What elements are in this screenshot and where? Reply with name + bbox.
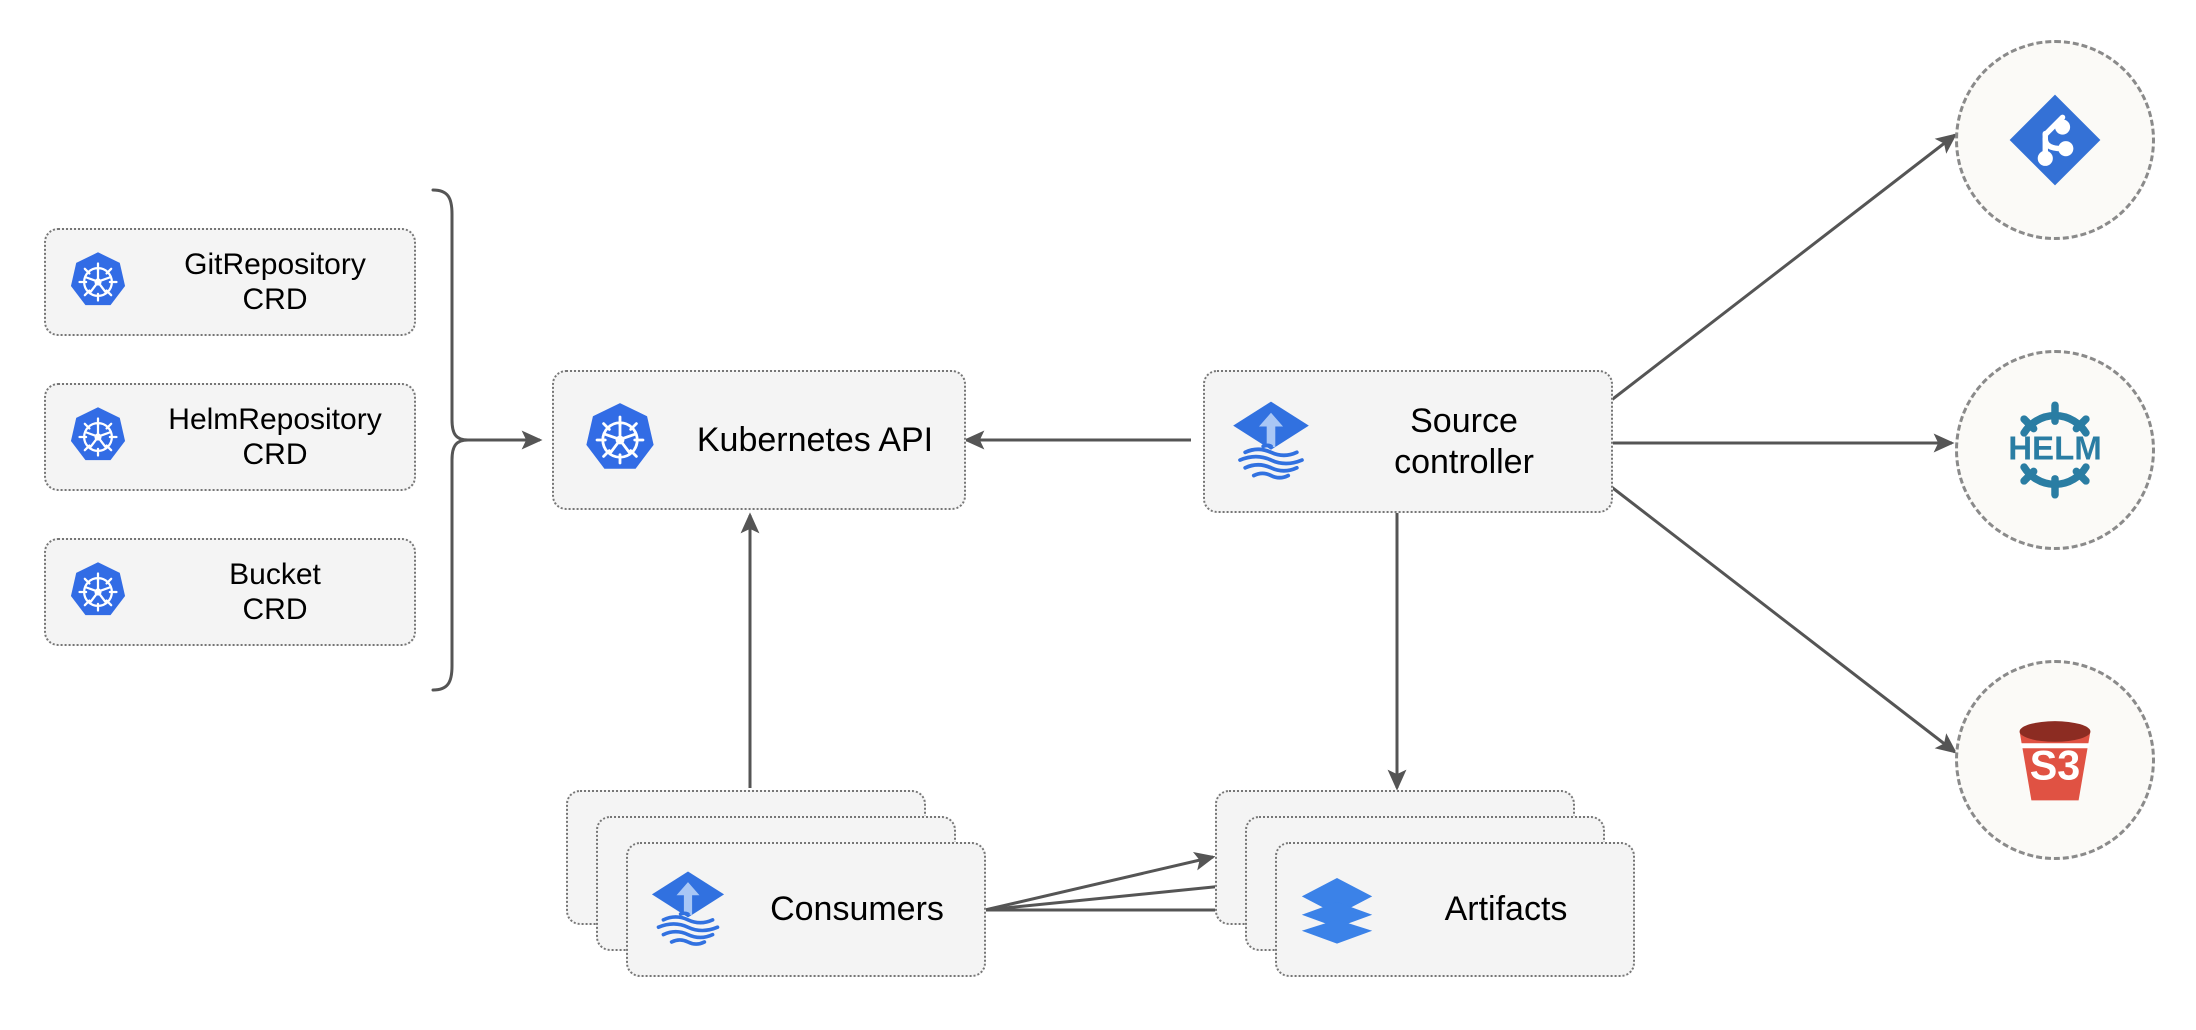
card-label: GitRepository CRD bbox=[184, 247, 366, 316]
kubernetes-icon bbox=[46, 230, 150, 334]
circle-git-source[interactable] bbox=[1955, 40, 2155, 240]
card-helmrepository-crd[interactable]: HelmRepository CRD bbox=[44, 383, 416, 491]
stack-consumers[interactable]: Consumers bbox=[566, 790, 986, 990]
wire-consumers-to-artifacts-back bbox=[984, 851, 1216, 912]
kubernetes-icon bbox=[46, 540, 150, 644]
helm-icon: HELM bbox=[1991, 386, 2119, 514]
card-bucket-crd[interactable]: Bucket CRD bbox=[44, 538, 416, 646]
git-icon bbox=[2001, 86, 2109, 194]
flux-icon bbox=[632, 854, 744, 966]
card-label: Artifacts bbox=[1444, 890, 1568, 929]
card-consumers[interactable]: Consumers bbox=[626, 842, 986, 977]
wire-source-controller-to-s3 bbox=[1604, 480, 1958, 754]
helm-wordmark: HELM bbox=[2008, 431, 2102, 468]
layers-icon bbox=[1281, 854, 1393, 966]
card-source-controller[interactable]: Source controller bbox=[1203, 370, 1613, 513]
wire-consumers-to-artifacts-middle bbox=[984, 876, 1246, 912]
s3-icon: S3 bbox=[1996, 701, 2114, 819]
circle-s3-source[interactable]: S3 bbox=[1955, 660, 2155, 860]
crd-group-bracket bbox=[431, 188, 469, 692]
card-label: Kubernetes API bbox=[696, 420, 934, 459]
flux-icon bbox=[1211, 382, 1331, 502]
circle-helm-source[interactable]: HELM bbox=[1955, 350, 2155, 550]
kubernetes-icon bbox=[560, 380, 680, 500]
card-label: HelmRepository CRD bbox=[168, 402, 382, 471]
card-gitrepository-crd[interactable]: GitRepository CRD bbox=[44, 228, 416, 336]
kubernetes-icon bbox=[46, 385, 150, 489]
card-kubernetes-api[interactable]: Kubernetes API bbox=[552, 370, 966, 510]
wire-source-controller-to-git bbox=[1604, 133, 1958, 407]
stack-artifacts[interactable]: Artifacts bbox=[1215, 790, 1635, 990]
card-label: Source controller bbox=[1394, 402, 1534, 481]
card-artifacts[interactable]: Artifacts bbox=[1275, 842, 1635, 977]
card-label: Consumers bbox=[770, 890, 944, 929]
card-label: Bucket CRD bbox=[229, 557, 321, 626]
s3-wordmark: S3 bbox=[2030, 743, 2081, 789]
